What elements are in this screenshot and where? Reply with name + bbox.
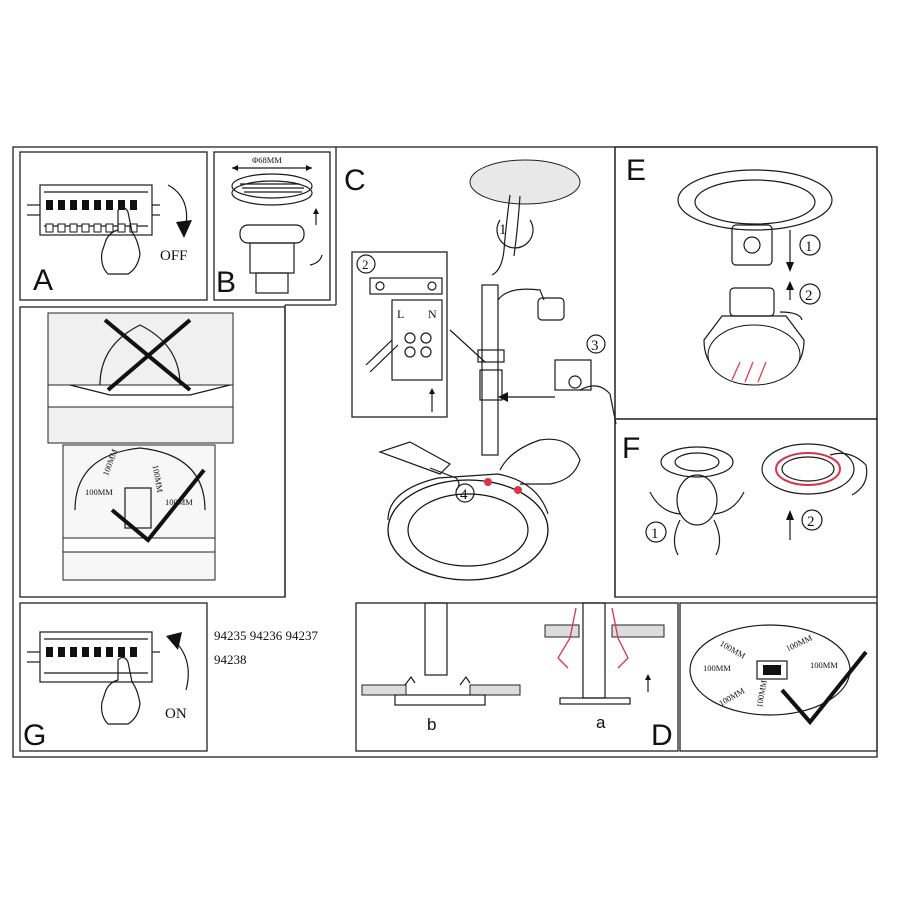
panel-letter-e: E	[626, 154, 646, 187]
label-b: b	[427, 715, 436, 734]
connector-bracket	[477, 284, 565, 456]
step-e2: 2	[805, 288, 813, 304]
step-c4: 4	[460, 487, 468, 503]
panel-letter-d: D	[651, 719, 673, 752]
panel-d: b a D	[355, 602, 679, 752]
step-f1: 1	[651, 526, 659, 542]
mounting-view-b	[361, 602, 521, 706]
rotate-down-arrow-icon	[167, 184, 188, 226]
svg-text:2: 2	[362, 257, 369, 272]
panel-b: Φ68MM B	[213, 151, 331, 301]
lamp-socket-icon	[239, 224, 305, 294]
panel-c: C 1 2 L N	[284, 147, 617, 597]
panel-a: OFF A	[19, 151, 208, 301]
clearance-bottom-5: 100MM	[717, 685, 747, 708]
panel-letter-g: G	[23, 719, 46, 752]
diameter-label: Φ68MM	[252, 155, 282, 165]
trim-ring-f2	[761, 443, 855, 495]
hand-icon-c3	[579, 385, 617, 425]
hand-icon-c4	[499, 438, 581, 485]
lamp-cover-disc	[231, 173, 313, 199]
clearance-bottom-4: 100MM	[810, 660, 838, 670]
hand-icon	[101, 206, 141, 275]
panel-g: ON G	[19, 602, 208, 752]
ceiling-hole	[469, 159, 581, 205]
panel-letter-b: B	[216, 266, 236, 299]
wrong-x-icon	[103, 318, 192, 392]
clearance-bottom-6: 100MM	[754, 679, 769, 709]
model-numbers-line2: 94238	[214, 652, 247, 667]
terminal-label-n: N	[428, 307, 437, 321]
circuit-breaker-icon-g	[27, 631, 160, 683]
panel-letter-f: F	[622, 432, 640, 465]
clearance-label-2: 100MM	[151, 464, 166, 494]
hand-icon-f2	[829, 452, 868, 496]
on-label: ON	[165, 706, 187, 722]
clip-icon	[554, 359, 592, 391]
clearance-wrong-right: 100MM 100MM 100MM 100MM	[19, 306, 286, 598]
trim-ring-f1	[660, 446, 734, 478]
panel-f: F 1 2	[614, 418, 878, 598]
hands-icon-f1	[673, 519, 721, 556]
gu10-socket-icon	[731, 224, 773, 266]
panel-letter-a: A	[33, 264, 53, 297]
mounting-view-a	[544, 602, 665, 705]
correct-check-icon-2	[780, 650, 868, 726]
step-c3: 3	[591, 338, 599, 354]
hand-icon-g	[101, 656, 141, 725]
panel-e: E 1 2	[614, 146, 878, 420]
spring-clip-loop	[676, 474, 718, 526]
trim-ring-e	[677, 169, 833, 231]
step-e1: 1	[805, 239, 813, 255]
step-f2: 2	[807, 514, 815, 530]
step-c1: 1	[499, 222, 507, 238]
clearance-label-3: 100MM	[85, 487, 113, 497]
clearance-top-view: 100MM 100MM 100MM 100MM 100MM 100MM	[679, 602, 878, 752]
model-numbers-line1: 94235 94236 94237	[214, 628, 319, 643]
terminal-label-l: L	[397, 307, 404, 321]
correct-check-icon	[110, 468, 206, 543]
terminal-block-inset: 2 L N	[351, 251, 448, 418]
clearance-bottom-2: 100MM	[784, 632, 814, 653]
clearance-bottom-3: 100MM	[703, 663, 731, 673]
off-label: OFF	[160, 248, 188, 264]
lamp-bulb-icon	[703, 287, 805, 386]
circuit-breaker-icon	[27, 184, 160, 236]
downlight-trim-ring	[387, 479, 549, 581]
label-a: a	[596, 713, 606, 732]
panel-letter-c: C	[344, 164, 366, 197]
clearance-bottom-1: 100MM	[718, 638, 748, 661]
